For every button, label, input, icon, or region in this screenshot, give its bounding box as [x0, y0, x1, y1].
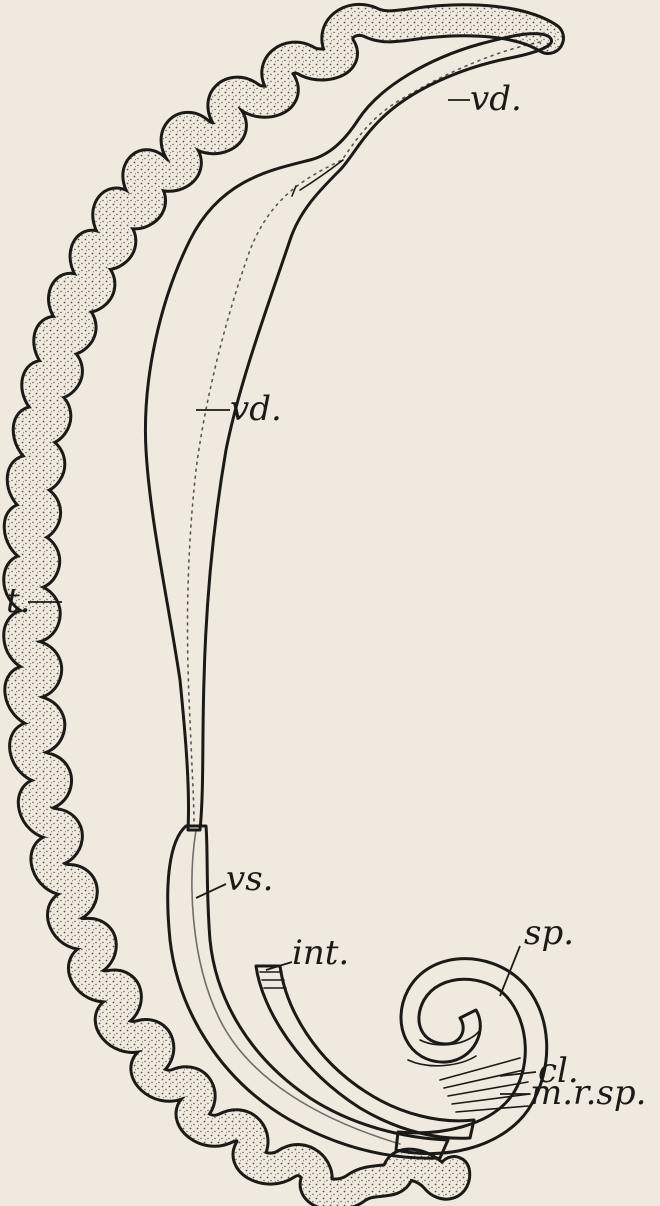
- label-vd-upper: vd.: [470, 79, 522, 119]
- spicule: [396, 959, 547, 1154]
- label-vd-middle: vd.: [230, 389, 282, 429]
- testis-tube: [19, 20, 548, 1195]
- label-vesicula-seminalis: vs.: [226, 859, 273, 899]
- label-intestine: int.: [292, 933, 349, 973]
- label-spicule: sp.: [524, 913, 574, 953]
- label-testis: t.: [6, 581, 30, 621]
- label-retractor: m.r.sp.: [530, 1073, 646, 1113]
- intestine: [256, 966, 474, 1138]
